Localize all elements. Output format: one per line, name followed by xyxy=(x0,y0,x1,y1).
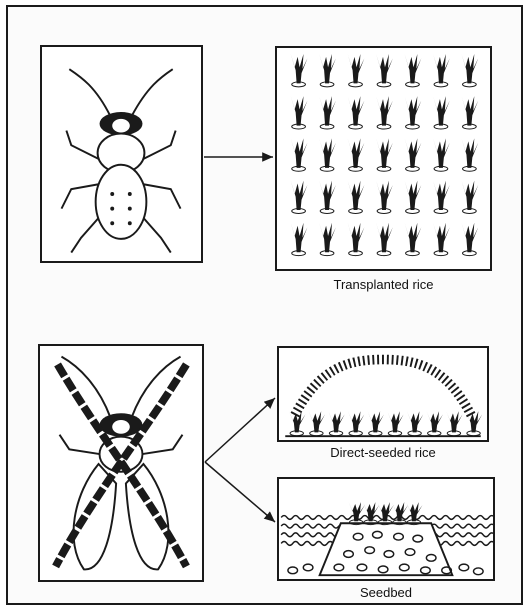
rice-plant-icon xyxy=(376,138,393,171)
rice-plant-icon xyxy=(319,223,336,256)
rice-plant-icon xyxy=(392,502,408,525)
rice-plant-icon xyxy=(377,502,393,525)
rice-plant-icon xyxy=(376,96,393,129)
rice-plant-icon xyxy=(433,96,450,129)
rice-plant-icon xyxy=(348,181,365,214)
rice-plant-icon xyxy=(348,411,364,435)
rice-plant-icon xyxy=(363,502,379,525)
rice-plant-icon xyxy=(348,96,365,129)
soil-pebble xyxy=(474,568,484,575)
direct-seeded-illustration xyxy=(279,348,487,440)
insect-crossed-out-icon xyxy=(40,346,202,580)
caption-transplanted-rice: Transplanted rice xyxy=(275,277,492,292)
rice-plant-icon xyxy=(376,181,393,214)
rice-plant-icon xyxy=(309,411,325,435)
rice-plant-icon xyxy=(349,502,365,525)
rice-plant-icon xyxy=(348,223,365,256)
rice-plant-icon xyxy=(291,138,308,171)
rice-plant-icon xyxy=(462,96,479,129)
rice-plant-icon xyxy=(376,223,393,256)
rice-plant-icon xyxy=(427,411,443,435)
rice-plant-icon xyxy=(291,96,308,129)
insect-panel-bottom xyxy=(38,344,204,582)
rice-plant-icon xyxy=(387,411,403,435)
rice-plant-icon xyxy=(462,223,479,256)
rice-plant-icon xyxy=(462,138,479,171)
soil-pebble xyxy=(288,567,298,574)
rice-plant-icon xyxy=(462,181,479,214)
rice-plant-icon xyxy=(405,54,422,87)
rice-plant-icon xyxy=(291,54,308,87)
rice-plant-icon xyxy=(405,138,422,171)
rice-plant-icon xyxy=(405,181,422,214)
rice-plant-icon xyxy=(433,181,450,214)
caption-seedbed: Seedbed xyxy=(277,585,495,600)
rice-plant-icon xyxy=(348,54,365,87)
rice-plant-icon xyxy=(376,54,393,87)
rice-plant-icon xyxy=(405,223,422,256)
soil-pebble xyxy=(459,564,469,571)
insect-panel-top xyxy=(40,45,203,263)
rice-plant-icon xyxy=(405,96,422,129)
rice-plant-icon xyxy=(433,223,450,256)
caption-direct-seeded-rice: Direct-seeded rice xyxy=(277,445,489,460)
rice-plant-icon xyxy=(319,96,336,129)
rice-plant-icon xyxy=(319,54,336,87)
rice-plant-icon xyxy=(328,411,344,435)
rice-plant-icon xyxy=(433,54,450,87)
rice-plant-icon xyxy=(433,138,450,171)
insect-icon xyxy=(42,47,201,261)
rice-plant-icon xyxy=(407,411,423,435)
rice-plant-icon xyxy=(406,502,422,525)
rice-plant-icon xyxy=(348,138,365,171)
rice-plant-icon xyxy=(462,54,479,87)
seedbed-illustration xyxy=(279,479,493,579)
rice-plant-icon xyxy=(291,223,308,256)
rice-plant-icon xyxy=(368,411,384,435)
rice-plant-icon xyxy=(319,181,336,214)
direct-seeded-rice-panel xyxy=(277,346,489,442)
transplanted-rice-panel xyxy=(275,46,492,271)
rice-plant-icon xyxy=(319,138,336,171)
seedbed-panel xyxy=(277,477,495,581)
rice-grid xyxy=(277,48,490,269)
rice-plant-icon xyxy=(446,411,462,435)
rice-plant-icon xyxy=(291,181,308,214)
soil-pebble xyxy=(303,564,313,571)
